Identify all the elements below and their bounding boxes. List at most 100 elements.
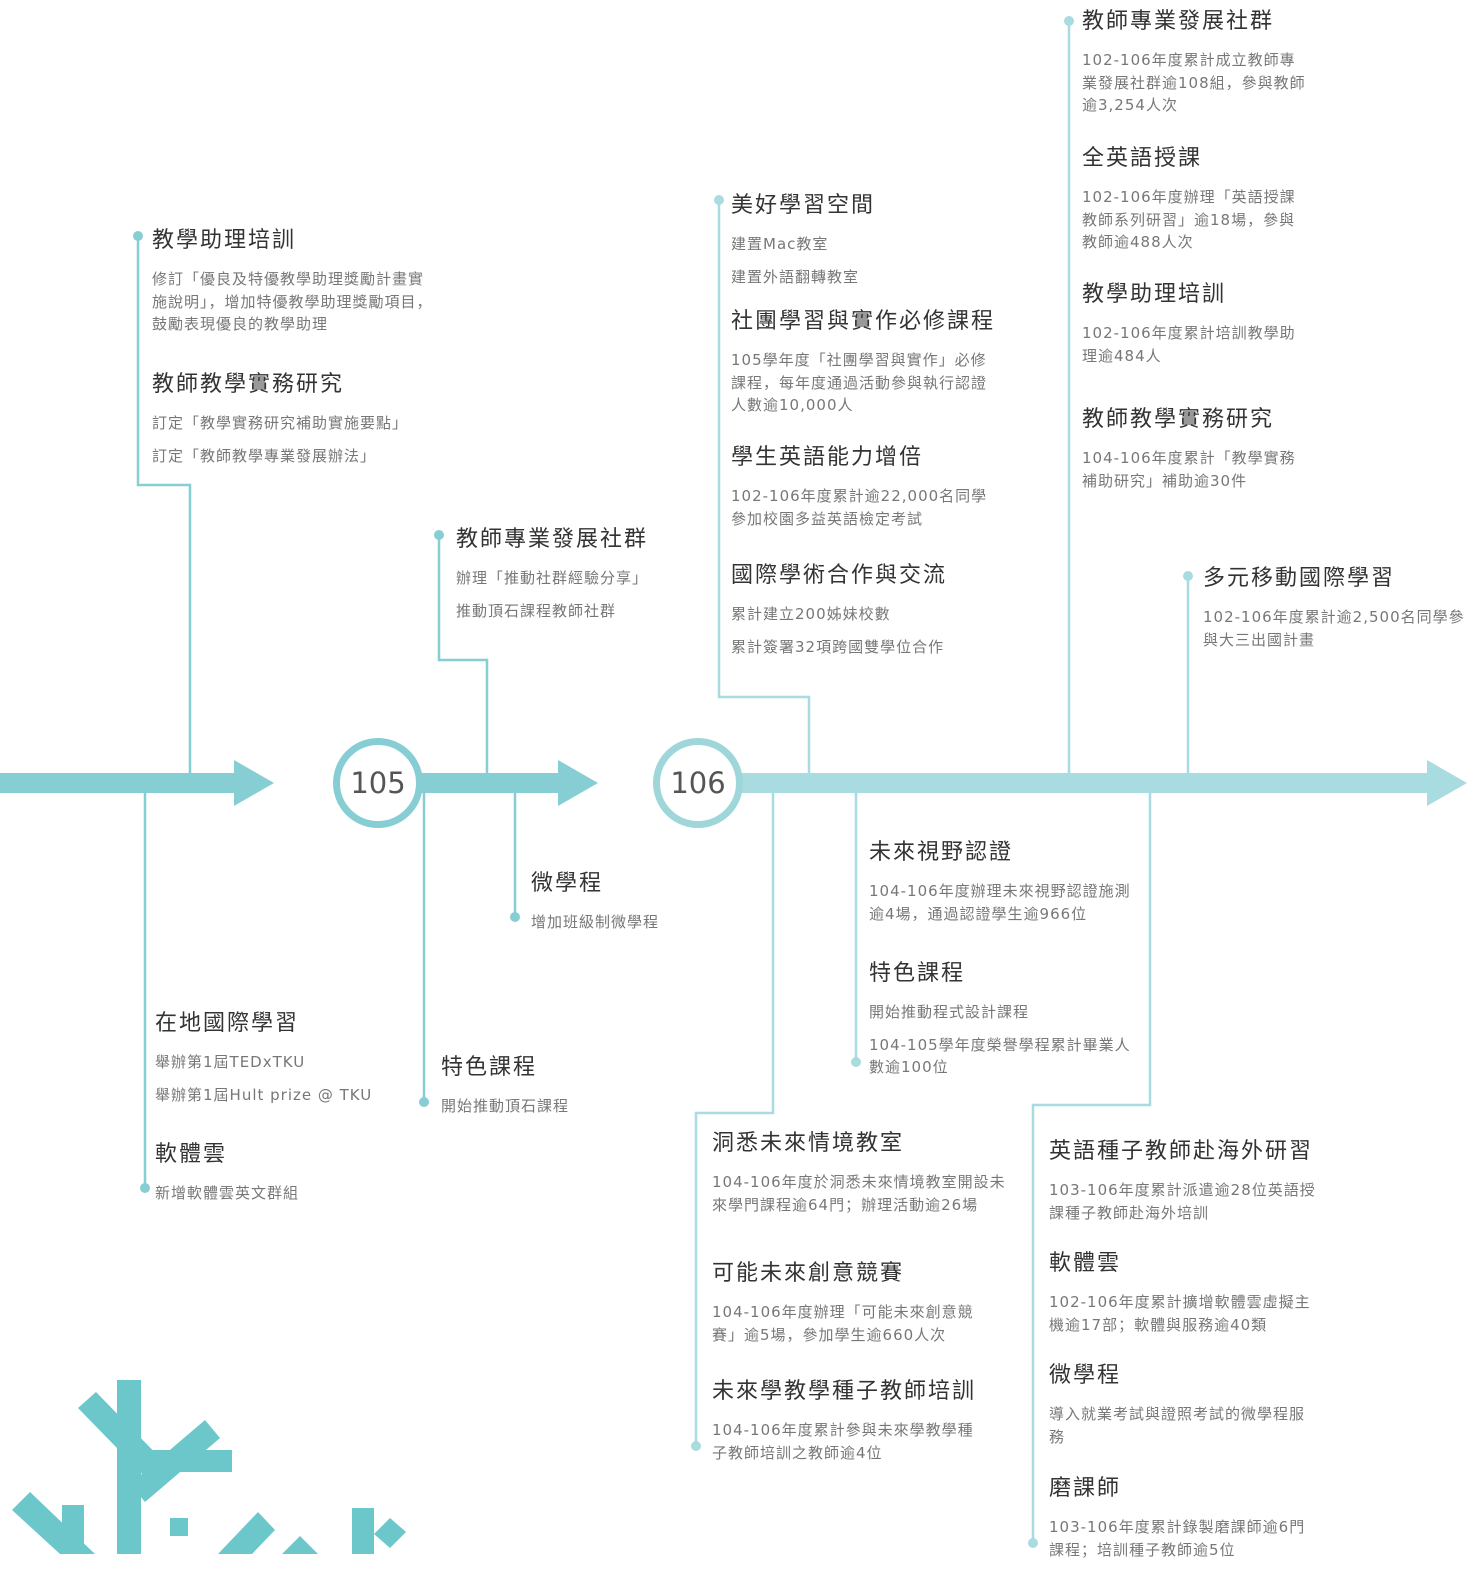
- milestone-block: 可能未來創意競賽 104-106年度辦理「可能未來創意競賽」逾5場，參加學生逾6…: [712, 1259, 987, 1356]
- milestone-detail: 辦理「推動社群經驗分享」: [456, 569, 649, 587]
- connector-line: [717, 200, 811, 773]
- milestone-title: 國際學術合作與交流: [731, 563, 948, 588]
- milestone-block: 洞悉未來情境教室 104-106年度於洞悉未來情境教室開設未來學門課程逾64門；…: [712, 1129, 1012, 1226]
- milestone-block: 教學助理培訓 修訂「優良及特優教學助理獎勵計畫實施說明」，增加特優教學助理獎勵項…: [152, 226, 437, 346]
- timeline-axis-segment: [420, 773, 560, 793]
- milestone-detail: 102-106年度累計逾22,000名同學參加校園多益英語檢定考試: [731, 487, 988, 528]
- connector-dot: [691, 1441, 701, 1451]
- timeline-arrowhead: [1427, 760, 1467, 806]
- milestone-block: 教師教學實務研究 訂定「教學實務研究補助實施要點」 訂定「教師教學專業發展辦法」: [152, 370, 437, 477]
- milestone-detail: 建置外語翻轉教室: [731, 267, 860, 286]
- milestone-block: 社團學習與實作必修課程 105學年度「社團學習與實作」必修課程，每年度通過活動參…: [731, 307, 1001, 427]
- milestone-title: 軟體雲: [155, 1142, 228, 1167]
- milestone-detail: 新增軟體雲英文群組: [155, 1184, 300, 1202]
- milestone-detail: 訂定「教學實務研究補助實施要點」: [152, 414, 409, 432]
- milestone-detail: 增加班級制微學程: [531, 913, 660, 931]
- connector-line: [694, 793, 775, 1446]
- milestone-title: 特色課程: [441, 1055, 538, 1080]
- milestone-title: 未來視野認證: [869, 840, 1014, 865]
- connector-line: [136, 236, 192, 780]
- milestone-title: 在地國際學習: [155, 1011, 300, 1036]
- connector-line: [1031, 793, 1152, 1543]
- timeline-axis-segment: [0, 773, 236, 793]
- milestone-detail: 舉辦第1屆TEDxTKU: [155, 1053, 306, 1071]
- timeline-arrowhead: [234, 760, 274, 806]
- milestone-title: 教師專業發展社群: [1082, 9, 1275, 34]
- year-label: 106: [670, 766, 726, 800]
- milestone-block: 學生英語能力增倍 102-106年度累計逾22,000名同學參加校園多益英語檢定…: [731, 443, 1001, 540]
- milestone-block: 教師專業發展社群 102-106年度累計成立教師專業發展社群逾108組，參與教師…: [1082, 7, 1307, 127]
- milestone-block: 國際學術合作與交流 累計建立200姊妹校數 累計簽署32項跨國雙學位合作: [731, 561, 1006, 668]
- connector-dot: [1028, 1538, 1038, 1548]
- milestone-block: 微學程 增加班級制微學程: [531, 869, 721, 944]
- milestone-block: 軟體雲 新增軟體雲英文群組: [155, 1140, 375, 1215]
- milestone-block: 教學助理培訓 102-106年度累計培訓教學助理逾484人: [1082, 280, 1297, 377]
- milestone-detail: 104-106年度累計參與未來學教學種子教師培訓之教師逾4位: [712, 1421, 974, 1462]
- year-label: 105: [350, 766, 406, 800]
- milestone-title: 教師專業發展社群: [456, 527, 649, 552]
- milestone-detail: 累計簽署32項跨國雙學位合作: [731, 637, 945, 656]
- milestone-title: 洞悉未來情境教室: [712, 1131, 905, 1156]
- milestone-block: 全英語授課 102-106年度辦理「英語授課教師系列研習」逾18場，參與教師逾4…: [1082, 144, 1307, 264]
- connector-dot: [1183, 571, 1193, 581]
- milestone-detail: 102-106年度辦理「英語授課教師系列研習」逾18場，參與教師逾488人次: [1082, 188, 1296, 251]
- milestone-block: 未來學教學種子教師培訓 104-106年度累計參與未來學教學種子教師培訓之教師逾…: [712, 1377, 987, 1474]
- milestone-title: 磨課師: [1049, 1476, 1122, 1501]
- milestone-detail: 102-106年度累計逾2,500名同學參與大三出國計畫: [1203, 608, 1465, 649]
- milestone-block: 多元移動國際學習 102-106年度累計逾2,500名同學參與大三出國計畫: [1203, 564, 1465, 661]
- milestone-title: 全英語授課: [1082, 146, 1203, 171]
- milestone-detail: 104-106年度於洞悉未來情境教室開設未來學門課程逾64門；辦理活動逾26場: [712, 1173, 1006, 1214]
- timeline-axis-segment: [740, 773, 1430, 793]
- milestone-block: 教師專業發展社群 辦理「推動社群經驗分享」 推動頂石課程教師社群: [456, 525, 696, 632]
- milestone-detail: 訂定「教師教學專業發展辦法」: [152, 446, 377, 465]
- milestone-detail: 開始推動程式設計課程: [869, 1003, 1030, 1021]
- milestone-detail: 102-106年度累計成立教師專業發展社群逾108組，參與教師逾3,254人次: [1082, 51, 1306, 114]
- connector-dot: [714, 195, 724, 205]
- connector-dot: [133, 231, 143, 241]
- milestone-block: 軟體雲 102-106年度累計擴增軟體雲虛擬主機逾17部；軟體與服務逾40類: [1049, 1249, 1314, 1346]
- connector-dot: [434, 530, 444, 540]
- milestone-detail: 102-106年度累計培訓教學助理逾484人: [1082, 324, 1296, 365]
- milestone-title: 教學助理培訓: [1082, 282, 1227, 307]
- milestone-detail: 104-106年度辦理「可能未來創意競賽」逾5場，參加學生逾660人次: [712, 1303, 974, 1344]
- milestone-title: 可能未來創意競賽: [712, 1261, 905, 1286]
- connector-line: [437, 535, 489, 773]
- logo-graphic: [12, 1380, 406, 1554]
- milestone-block: 磨課師 103-106年度累計錄製磨課師逾6門課程；培訓種子教師逾5位: [1049, 1474, 1319, 1571]
- year-marker-105: 105: [333, 738, 423, 828]
- milestone-block: 特色課程 開始推動程式設計課程 104-105學年度榮譽學程累計畢業人數逾100…: [869, 959, 1134, 1089]
- connector-dot: [851, 1057, 861, 1067]
- timeline-arrowhead: [558, 760, 598, 806]
- milestone-block: 微學程 導入就業考試與證照考試的微學程服務: [1049, 1361, 1319, 1458]
- milestone-detail: 導入就業考試與證照考試的微學程服務: [1049, 1405, 1306, 1446]
- year-marker-106: 106: [653, 738, 743, 828]
- milestone-block: 美好學習空間 建置Mac教室 建置外語翻轉教室: [731, 191, 1006, 298]
- milestone-title: 軟體雲: [1049, 1251, 1122, 1276]
- connector-dot: [510, 912, 520, 922]
- milestone-detail: 舉辦第1屆Hult prize @ TKU: [155, 1085, 373, 1104]
- milestone-title: 特色課程: [869, 961, 966, 986]
- connector-dot: [419, 1097, 429, 1107]
- milestone-title: 學生英語能力增倍: [731, 445, 924, 470]
- milestone-block: 特色課程 開始推動頂石課程: [441, 1053, 641, 1128]
- milestone-detail: 累計建立200姊妹校數: [731, 605, 891, 623]
- milestone-detail: 105學年度「社團學習與實作」必修課程，每年度通過活動參與執行認證人數逾10,0…: [731, 351, 988, 414]
- milestone-title: 多元移動國際學習: [1203, 566, 1396, 591]
- milestone-detail: 建置Mac教室: [731, 235, 829, 253]
- milestone-block: 教師教學實務研究 104-106年度累計「教學實務補助研究」補助逾30件: [1082, 405, 1307, 502]
- connector-dot: [1064, 16, 1074, 26]
- milestone-title: 教師教學實務研究: [1082, 407, 1275, 432]
- milestone-title: 教學助理培訓: [152, 228, 297, 253]
- milestone-detail: 103-106年度累計錄製磨課師逾6門課程；培訓種子教師逾5位: [1049, 1518, 1306, 1559]
- milestone-block: 在地國際學習 舉辦第1屆TEDxTKU 舉辦第1屆Hult prize @ TK…: [155, 1009, 405, 1116]
- milestone-detail: 104-105學年度榮譽學程累計畢業人數逾100位: [869, 1035, 1131, 1077]
- milestone-detail: 修訂「優良及特優教學助理獎勵計畫實施說明」，增加特優教學助理獎勵項目，鼓勵表現優…: [152, 270, 433, 333]
- milestone-detail: 104-106年度辦理未來視野認證施測逾4場，通過認證學生逾966位: [869, 882, 1131, 923]
- milestone-title: 教師教學實務研究: [152, 372, 345, 397]
- milestone-title: 未來學教學種子教師培訓: [712, 1379, 977, 1404]
- milestone-detail: 104-106年度累計「教學實務補助研究」補助逾30件: [1082, 449, 1296, 490]
- milestone-title: 社團學習與實作必修課程: [731, 309, 996, 334]
- milestone-detail: 開始推動頂石課程: [441, 1097, 570, 1115]
- milestone-detail: 103-106年度累計派遣逾28位英語授課種子教師赴海外培訓: [1049, 1181, 1316, 1222]
